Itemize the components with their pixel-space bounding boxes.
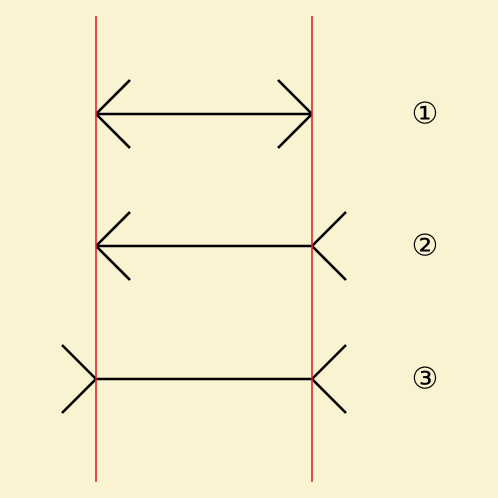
figures-layer bbox=[61, 79, 347, 414]
figure-2-right-fin-upper bbox=[311, 211, 347, 247]
figure-1 bbox=[95, 79, 313, 149]
figure-3-right-fin-upper bbox=[311, 344, 347, 380]
figure-label-3: ③ bbox=[412, 362, 439, 397]
figure-1-right-fin-upper bbox=[277, 79, 313, 115]
figure-label-2: ② bbox=[412, 229, 439, 264]
figure-1-left-fin-lower bbox=[95, 113, 131, 149]
figure-3-left-fin-lower bbox=[61, 378, 97, 414]
figure-3 bbox=[61, 344, 347, 414]
figure-2 bbox=[95, 211, 347, 281]
figure-3-right-fin-lower bbox=[311, 378, 347, 414]
figure-1-right-fin-lower bbox=[277, 113, 313, 149]
figure-3-left-fin-upper bbox=[61, 344, 97, 380]
figure-2-left-fin-upper bbox=[95, 211, 131, 247]
labels-layer: ① ② ③ bbox=[412, 97, 439, 397]
figure-2-left-fin-lower bbox=[95, 245, 131, 281]
guides-layer bbox=[95, 16, 313, 482]
figure-label-1: ① bbox=[412, 97, 439, 132]
figure-1-left-fin-upper bbox=[95, 79, 131, 115]
figure-2-right-fin-lower bbox=[311, 245, 347, 281]
